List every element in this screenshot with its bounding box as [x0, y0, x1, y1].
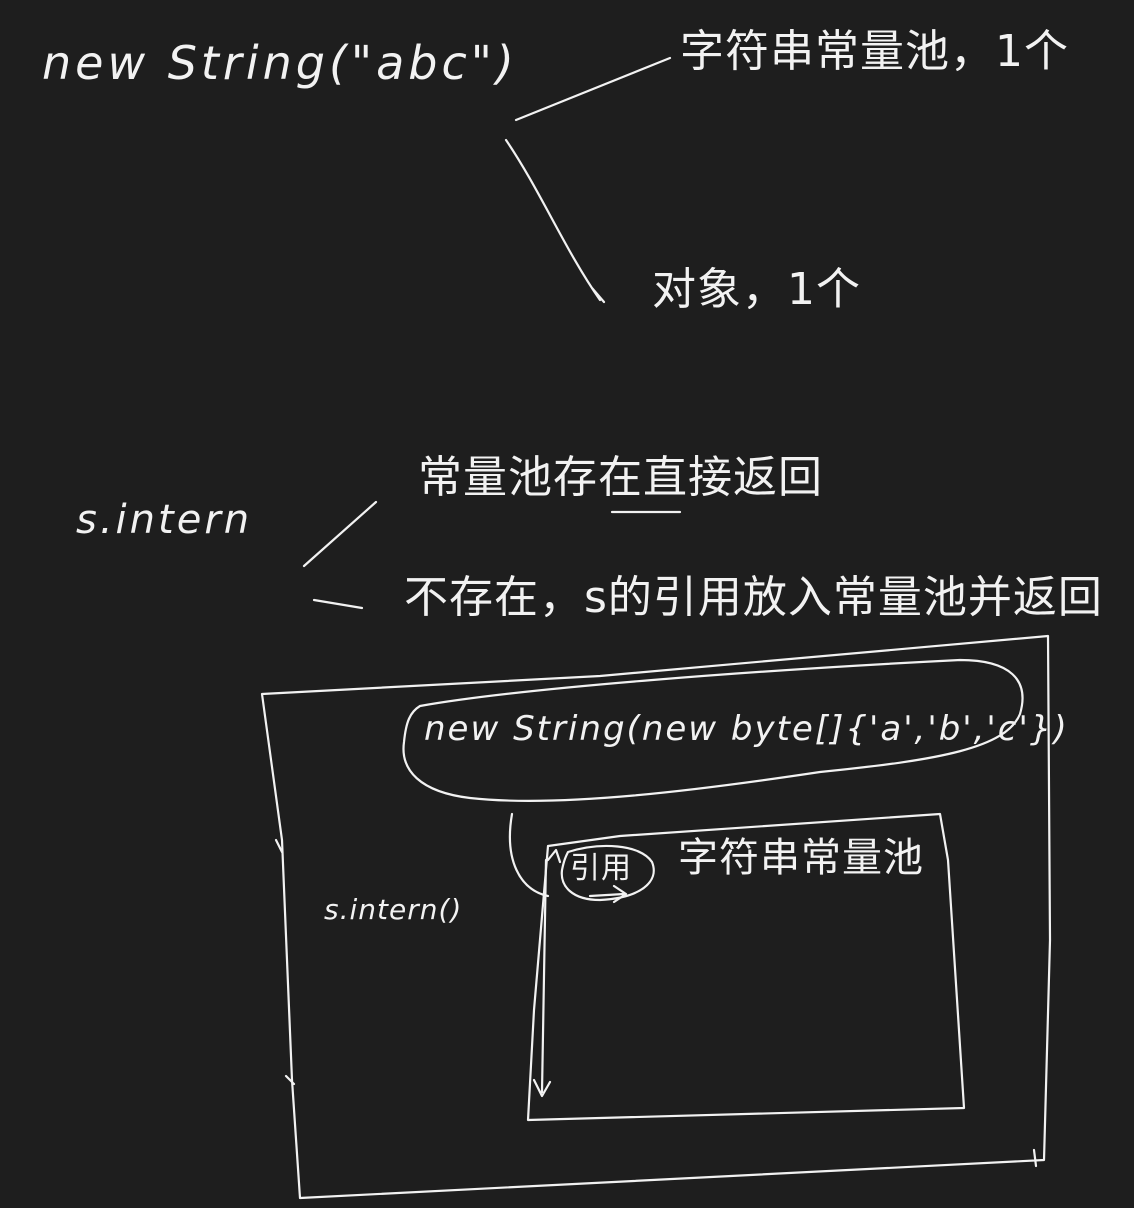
outer-box-tick [274, 838, 284, 854]
inner-down-arrow [532, 858, 552, 1098]
string-pool-count-label: 字符串常量池，1个 [680, 26, 1069, 77]
s-intern-label: s.intern [76, 497, 253, 543]
arrow-to-object [504, 138, 606, 304]
ref-arrow [588, 884, 628, 904]
inner-box [526, 812, 966, 1122]
case-not-exists-label: 不存在，s的引用放入常量池并返回 [404, 572, 1103, 623]
new-string-bytes-code: new String(new byte[]{'a','b','c'}) [424, 709, 1069, 749]
s-intern-call-label: s.intern() [324, 893, 463, 926]
string-pool-label: 字符串常量池 [678, 835, 924, 881]
reference-label: 引用 [570, 851, 632, 886]
new-string-abc-label: new String("abc") [42, 36, 518, 90]
branch-not-exists [312, 598, 364, 610]
outer-box [260, 634, 1052, 1200]
ref-circle [560, 844, 655, 902]
object-count-label: 对象，1个 [652, 264, 861, 315]
arrow-to-string-pool [514, 56, 672, 122]
inner-box-tick [546, 848, 562, 864]
ref-connector [508, 812, 550, 898]
case-exists-label: 常量池存在直接返回 [418, 452, 823, 503]
branch-exists [302, 500, 378, 568]
code-ellipse [402, 658, 1024, 802]
